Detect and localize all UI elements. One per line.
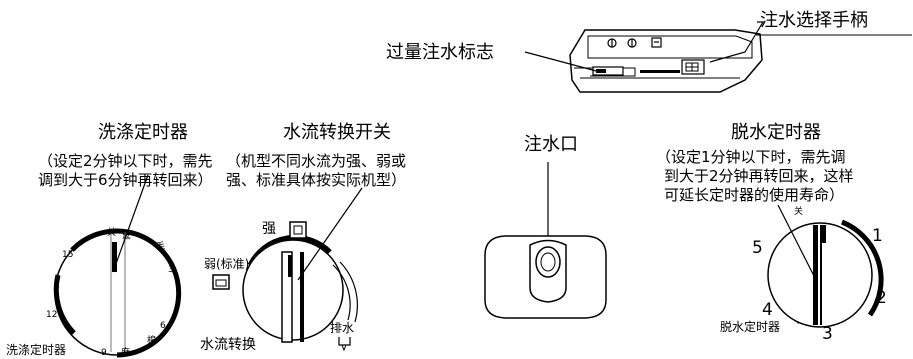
spin-mark-3: 3 [822,324,833,344]
wash-mark-wool: 毛 [156,242,166,252]
wash-mark-12: 12 [46,310,58,320]
spin-mark-off: 关 [794,207,804,217]
spin-timer-caption: 脱水定时器 [720,320,781,334]
wash-timer-title: 洗涤定时器 [98,122,188,143]
control-panel-drawing [569,29,763,93]
water-switch-caption: 水流转换 [200,337,256,353]
water-drain-label: 排水 [330,321,355,335]
overflow-mark-label: 过量注水标志 [386,42,494,63]
water-switch-note-line1: （机型不同水流为强、弱或 [226,152,407,170]
water-weak-label: 弱(标准) [204,257,250,271]
spin-timer-dial [767,204,884,328]
wash-timer-caption: 洗涤定时器 [6,343,67,357]
wash-timer-note-line2: 调到大于6分钟再转回来） [38,171,213,189]
wash-mark-9: 9 [101,348,107,358]
selector-leader-line [709,21,765,63]
wash-mark-cotton: 棉 [147,336,157,346]
fill-selector-label: 注水选择手柄 [760,10,868,31]
wash-mark-6: 6 [160,321,166,331]
wash-mark-15: 15 [62,250,74,260]
spin-timer-note-line1: （设定1分钟以下时，需先调 [656,148,846,166]
wash-mark-silk: 丝 [122,232,132,242]
spin-timer-title: 脱水定时器 [731,122,821,143]
water-strong-label: 强 [262,221,276,237]
overflow-leader-line [524,51,601,73]
water-switch-title: 水流转换开关 [283,122,391,143]
water-inlet-title: 注水口 [524,134,578,155]
water-switch-dial [212,187,363,352]
spin-mark-5: 5 [752,238,763,258]
panel-icons [607,37,662,48]
water-inlet-drawing [484,162,607,319]
spin-mark-2: 2 [876,288,887,308]
spin-mark-4: 4 [762,300,773,320]
wash-timer-dial [53,174,182,358]
wash-timer-note-line1: （设定2分钟以下时，需先 [38,152,213,170]
wash-mark-3: 3 [168,265,174,275]
spin-timer-note-line2: 到大于2分钟再转回来，这样 [664,167,854,185]
wash-mark-off: 关 [107,228,117,238]
water-switch-note-line2: 强、标准具体按实际机型） [226,171,407,189]
wash-mark-linen: 麻 [121,348,131,358]
spin-mark-1: 1 [872,226,883,246]
spin-timer-note-line3: 可延长定时器的使用寿命） [664,186,845,204]
